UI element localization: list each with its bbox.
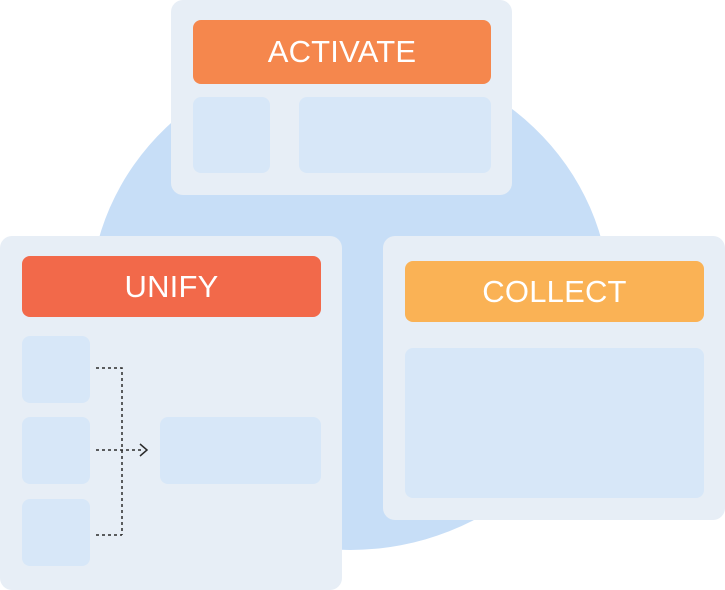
arrow-head-icon xyxy=(139,443,149,457)
activate-header: ACTIVATE xyxy=(193,20,491,84)
collect-card: COLLECT xyxy=(383,236,725,520)
activate-small-block xyxy=(193,97,270,173)
unify-source-block-3 xyxy=(22,499,90,566)
unify-target-block xyxy=(160,417,321,484)
collect-header: COLLECT xyxy=(405,261,704,322)
unify-source-block-2 xyxy=(22,417,90,484)
unify-card: UNIFY xyxy=(0,236,342,590)
unify-header: UNIFY xyxy=(22,256,321,317)
collect-content-block xyxy=(405,348,704,498)
connector-line-top xyxy=(96,367,123,535)
collect-label: COLLECT xyxy=(482,273,627,309)
activate-wide-block xyxy=(299,97,491,173)
activate-card: ACTIVATE xyxy=(171,0,512,195)
merge-connector xyxy=(96,367,149,536)
activate-label: ACTIVATE xyxy=(267,34,417,69)
unify-label: UNIFY xyxy=(124,268,219,304)
unify-source-block-1 xyxy=(22,336,90,403)
